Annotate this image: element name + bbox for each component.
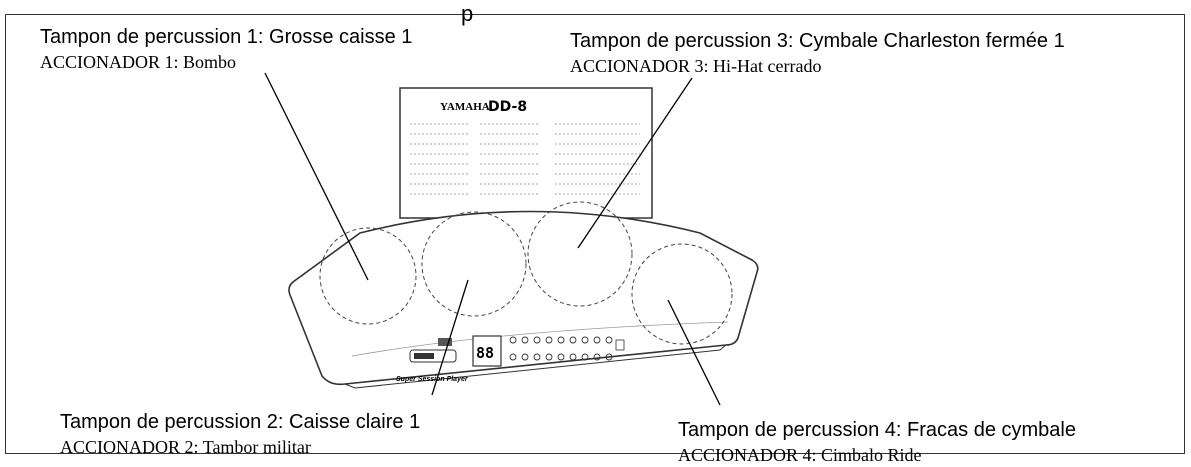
pad-4-circle [631, 243, 733, 345]
brand-logo: YAMAHA [440, 101, 490, 113]
leader-line-pad-4 [667, 299, 721, 406]
pad-2-es-term: ACCIONADOR 2 [60, 437, 194, 457]
panel-logo-block [438, 338, 452, 346]
pad-3-circle [527, 201, 633, 307]
pad-4-es-value: Cimbalo Ride [821, 445, 922, 465]
stand-text-lines [410, 123, 640, 195]
led-digits: 88 [476, 344, 494, 362]
led-display [472, 335, 502, 367]
panel-buttons [509, 336, 613, 361]
pad-2-circle [421, 211, 527, 317]
pad-3-label-fr: Tampon de percussion 3: Cymbale Charlest… [570, 30, 1065, 52]
pad-3-es-term: ACCIONADOR 3 [570, 56, 704, 76]
pad-4-es-term: ACCIONADOR 4 [678, 445, 812, 465]
pad-3-label-es: ACCIONADOR 3: Hi-Hat cerrado [570, 56, 822, 76]
leader-line-pad-3 [577, 77, 693, 249]
pad-1-label-fr: Tampon de percussion 1: Grosse caisse 1 [40, 26, 413, 48]
pad-3-es-value: Hi-Hat cerrado [713, 56, 822, 76]
pad-1-es-value: Bombo [183, 52, 237, 72]
pad-1-es-term: ACCIONADOR 1 [40, 52, 174, 72]
figure-frame: p [5, 3, 1185, 454]
pad-4-label-fr: Tampon de percussion 4: Fracas de cymbal… [678, 419, 1076, 441]
tagline: Super Session Player [396, 376, 469, 383]
music-stand: YAMAHA DD-8 [399, 87, 653, 219]
leader-line-pad-2 [431, 279, 469, 396]
pad-4-label-es: ACCIONADOR 4: Cimbalo Ride [678, 445, 922, 465]
header-fragment: p [461, 1, 475, 26]
pad-2-label-es: ACCIONADOR 2: Tambor militar [60, 437, 311, 457]
drum-body [288, 210, 759, 389]
control-panel: 88 Super Session Player [396, 335, 625, 383]
pad-1-circle [319, 227, 417, 325]
leader-line-pad-1 [264, 72, 369, 281]
pad-2-label-fr: Tampon de percussion 2: Caisse claire 1 [60, 411, 421, 433]
pad-2-es-value: Tambor militar [202, 437, 311, 457]
pad-1-label-es: ACCIONADOR 1: Bombo [40, 52, 237, 72]
model-name: DD-8 [488, 99, 527, 115]
